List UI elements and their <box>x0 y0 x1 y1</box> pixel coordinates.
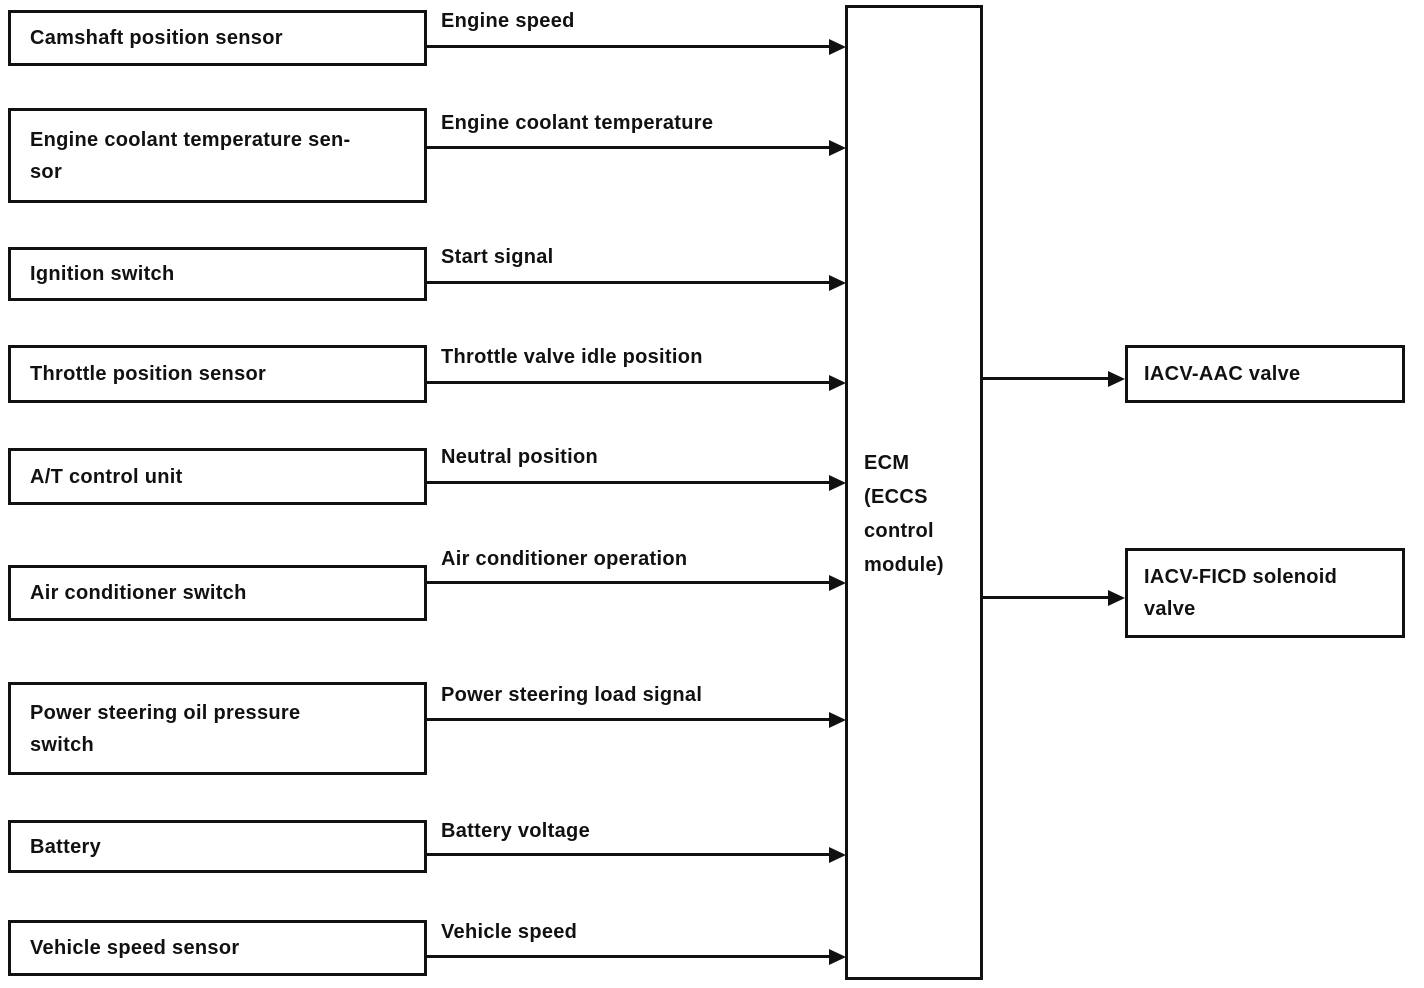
signal-label-throttle-valve-idle-position: Throttle valve idle position <box>441 346 703 368</box>
arrow-line <box>427 955 832 958</box>
input-box-label: Battery <box>30 835 102 858</box>
signal-label-start-signal: Start signal <box>441 246 554 268</box>
input-box-label: A/T control unit <box>30 465 183 488</box>
arrow-line <box>427 281 832 284</box>
arrow-line <box>427 481 832 484</box>
input-box-camshaft-position-sensor: Camshaft position sensor <box>8 10 427 66</box>
input-box-label: Throttle position sensor <box>30 363 267 385</box>
arrow-head <box>829 39 846 55</box>
input-box-battery: Battery <box>8 820 427 873</box>
arrow-line <box>983 377 1110 380</box>
arrow-head <box>1108 590 1125 606</box>
arrow-line <box>427 381 832 384</box>
arrow-line <box>427 581 832 584</box>
input-box-air-conditioner-switch: Air conditioner switch <box>8 565 427 621</box>
output-box-label: IACV-FICD solenoid valve <box>1144 566 1338 620</box>
output-box-label: IACV-AAC valve <box>1144 363 1301 385</box>
signal-label-neutral-position: Neutral position <box>441 446 599 468</box>
arrow-line <box>427 853 832 856</box>
input-box-label: Camshaft position sensor <box>30 27 283 49</box>
output-box-iacv-ficd-solenoid-valve: IACV-FICD solenoid valve <box>1125 548 1405 638</box>
input-box-label: Ignition switch <box>30 263 175 285</box>
arrow-head <box>1108 371 1125 387</box>
ecm-box: ECM (ECCS control module) <box>845 5 983 980</box>
signal-label-air-conditioner-operation: Air conditioner operation <box>441 548 688 570</box>
signal-label-vehicle-speed: Vehicle speed <box>441 921 578 943</box>
input-box-ignition-switch: Ignition switch <box>8 247 427 301</box>
input-box-vehicle-speed-sensor: Vehicle speed sensor <box>8 920 427 976</box>
arrow-line <box>427 45 832 48</box>
arrow-head <box>829 140 846 156</box>
signal-label-engine-coolant-temperature: Engine coolant temperature <box>441 112 714 134</box>
arrow-head <box>829 275 846 291</box>
arrow-line <box>983 596 1110 599</box>
input-box-label: Air conditioner switch <box>30 582 247 604</box>
signal-label-engine-speed: Engine speed <box>441 10 575 32</box>
arrow-head <box>829 375 846 391</box>
output-box-iacv-aac-valve: IACV-AAC valve <box>1125 345 1405 403</box>
signal-label-power-steering-load-signal: Power steering load signal <box>441 684 703 706</box>
ecm-label: ECM (ECCS control module) <box>864 452 944 576</box>
input-box-engine-coolant-temperature-sensor: Engine coolant temperature sen- sor <box>8 108 427 203</box>
input-box-at-control-unit: A/T control unit <box>8 448 427 505</box>
input-box-throttle-position-sensor: Throttle position sensor <box>8 345 427 403</box>
arrow-head <box>829 475 846 491</box>
input-box-label: Vehicle speed sensor <box>30 937 240 959</box>
arrow-line <box>427 718 832 721</box>
arrow-head <box>829 575 846 591</box>
arrow-head <box>829 949 846 965</box>
input-box-label: Power steering oil pressure switch <box>30 701 301 756</box>
arrow-head <box>829 712 846 728</box>
arrow-head <box>829 847 846 863</box>
arrow-line <box>427 146 832 149</box>
signal-label-battery-voltage: Battery voltage <box>441 820 590 842</box>
input-box-label: Engine coolant temperature sen- sor <box>30 128 351 183</box>
input-box-power-steering-oil-pressure-switch: Power steering oil pressure switch <box>8 682 427 775</box>
